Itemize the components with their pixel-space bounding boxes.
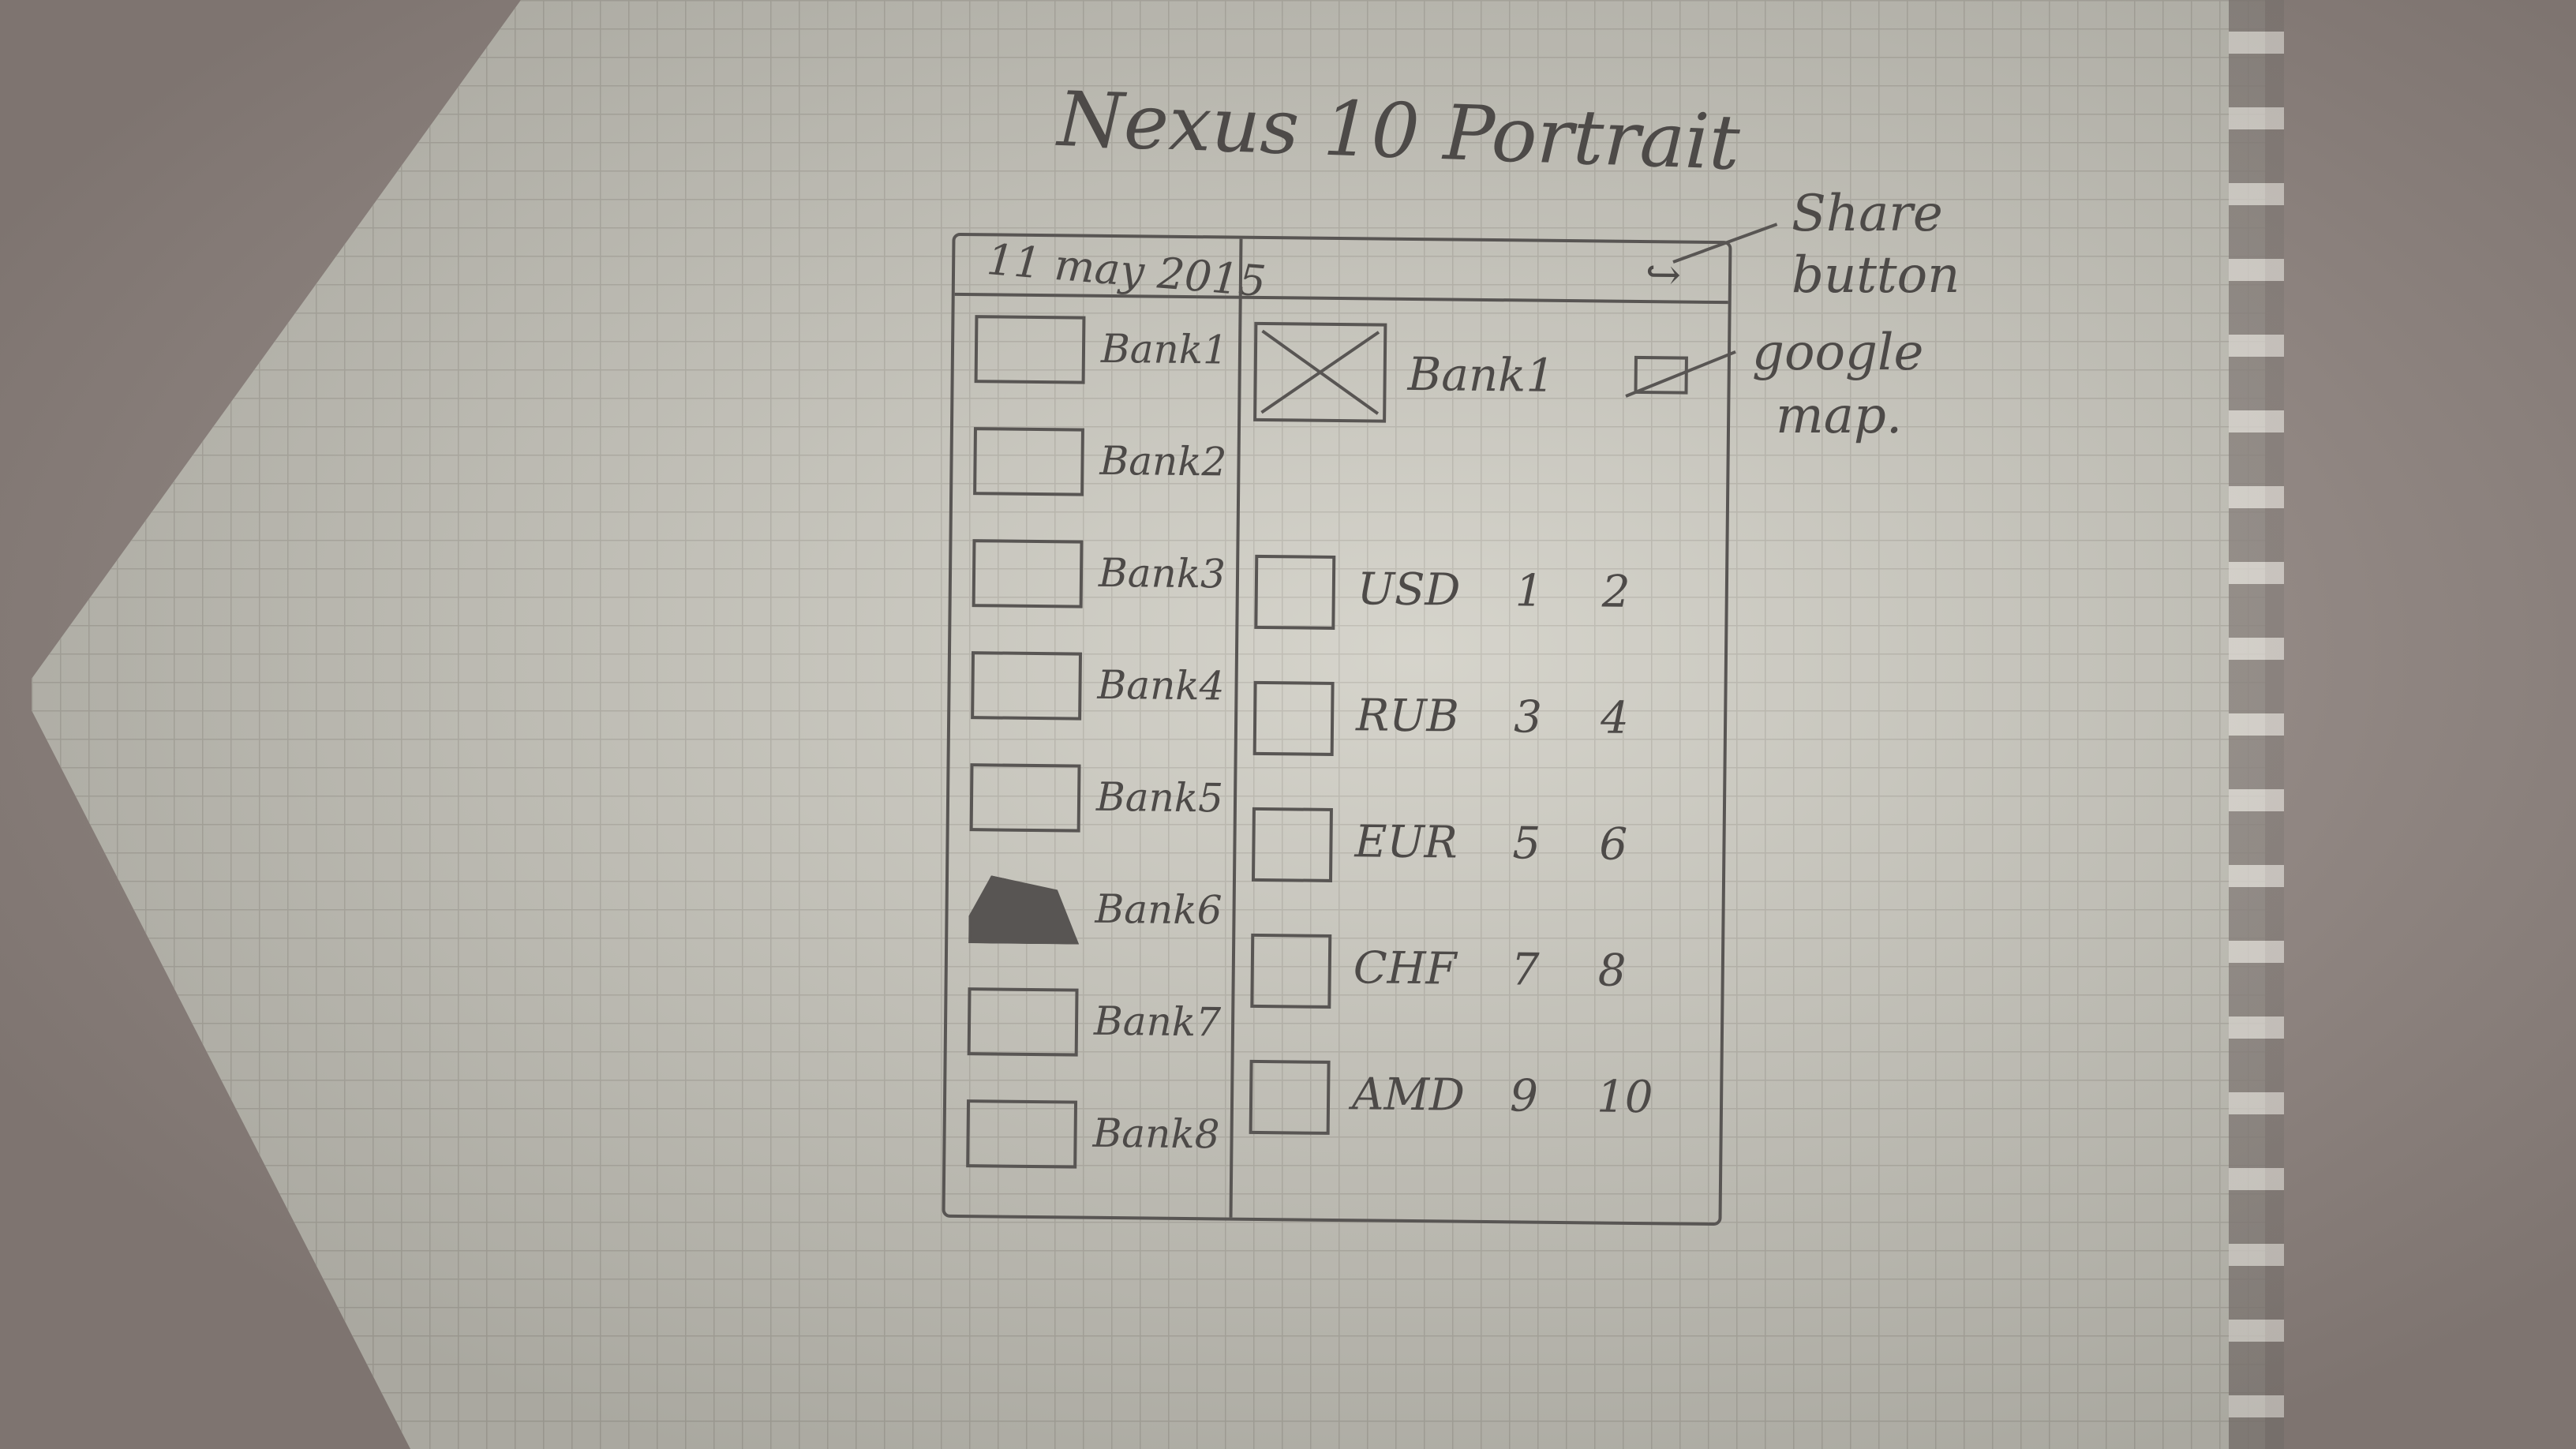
currency-flag xyxy=(1251,807,1333,882)
rate-row: USD 1 2 xyxy=(1254,554,1697,638)
rate-row: EUR 5 6 xyxy=(1251,807,1694,891)
bank-list-item[interactable]: Bank6 xyxy=(968,867,1222,949)
bank-name: Bank7 xyxy=(1093,998,1222,1046)
map-annotation-line1: google xyxy=(1752,324,1924,382)
buy-rate: 1 xyxy=(1515,565,1544,617)
bank-detail-header: Bank1 xyxy=(1253,321,1712,437)
map-annotation-line2: map. xyxy=(1776,387,1903,445)
bank-logo xyxy=(971,651,1083,721)
header-date: 11 may 2015 xyxy=(985,234,1268,307)
bank-logo xyxy=(974,315,1086,384)
grid-paper xyxy=(32,0,2265,1449)
buy-rate: 9 xyxy=(1509,1070,1539,1122)
bank-list-item[interactable]: Bank4 xyxy=(971,643,1225,724)
bank-logo-placeholder xyxy=(1253,321,1387,423)
bank-name: Bank1 xyxy=(1100,325,1229,373)
rate-row: CHF 7 8 xyxy=(1250,933,1693,1017)
bank-logo xyxy=(972,539,1084,608)
currency-flag xyxy=(1252,680,1335,756)
currency-flag xyxy=(1250,933,1332,1009)
bank-list-item[interactable]: Bank7 xyxy=(967,979,1222,1061)
sell-rate: 8 xyxy=(1597,945,1627,997)
sell-rate: 6 xyxy=(1599,818,1628,871)
pane-divider xyxy=(1229,238,1243,1218)
bank-name: Bank8 xyxy=(1092,1110,1220,1158)
share-annotation: Share button xyxy=(1792,185,1960,305)
sell-rate: 4 xyxy=(1600,692,1630,744)
currency-code: CHF xyxy=(1353,942,1457,995)
bank-list-item[interactable]: Bank5 xyxy=(969,755,1224,837)
bank-name: Bank4 xyxy=(1097,661,1225,710)
bank-logo xyxy=(969,763,1081,833)
rate-row: RUB 3 4 xyxy=(1252,680,1696,765)
buy-rate: 7 xyxy=(1511,944,1540,996)
buy-rate: 3 xyxy=(1513,691,1543,743)
bank-logo xyxy=(968,875,1080,944)
bank-list-item[interactable]: Bank3 xyxy=(972,531,1226,612)
currency-flag xyxy=(1254,554,1336,630)
map-icon[interactable] xyxy=(1634,355,1688,395)
currency-code: USD xyxy=(1357,564,1461,616)
tablet-sketch: 11 may 2015 ↪ Bank1 Bank2 Bank3 Bank4 Ba… xyxy=(942,232,1732,1226)
bank-list-item[interactable]: Bank8 xyxy=(966,1091,1220,1173)
bank-name: Bank5 xyxy=(1095,773,1224,822)
detail-bank-name: Bank1 xyxy=(1407,346,1556,402)
currency-code: RUB xyxy=(1355,690,1460,743)
bank-list-item[interactable]: Bank2 xyxy=(973,419,1227,500)
bank-list-item[interactable]: Bank1 xyxy=(974,307,1229,388)
bank-name: Bank3 xyxy=(1098,549,1226,597)
currency-code: AMD xyxy=(1351,1069,1466,1121)
currency-code: EUR xyxy=(1354,816,1458,869)
bank-name: Bank6 xyxy=(1095,886,1222,934)
bank-logo xyxy=(967,987,1079,1057)
spiral-binding xyxy=(2229,0,2284,1449)
bank-logo xyxy=(973,427,1084,496)
buy-rate: 5 xyxy=(1512,818,1541,870)
sell-rate: 2 xyxy=(1601,566,1631,618)
rate-row: AMD 9 10 xyxy=(1249,1059,1692,1144)
bank-name: Bank2 xyxy=(1099,437,1227,485)
sell-rate: 10 xyxy=(1596,1071,1653,1124)
currency-flag xyxy=(1249,1059,1331,1135)
app-header: 11 may 2015 ↪ xyxy=(954,234,1729,307)
share-icon[interactable]: ↪ xyxy=(1645,249,1682,300)
bank-logo xyxy=(966,1099,1078,1169)
